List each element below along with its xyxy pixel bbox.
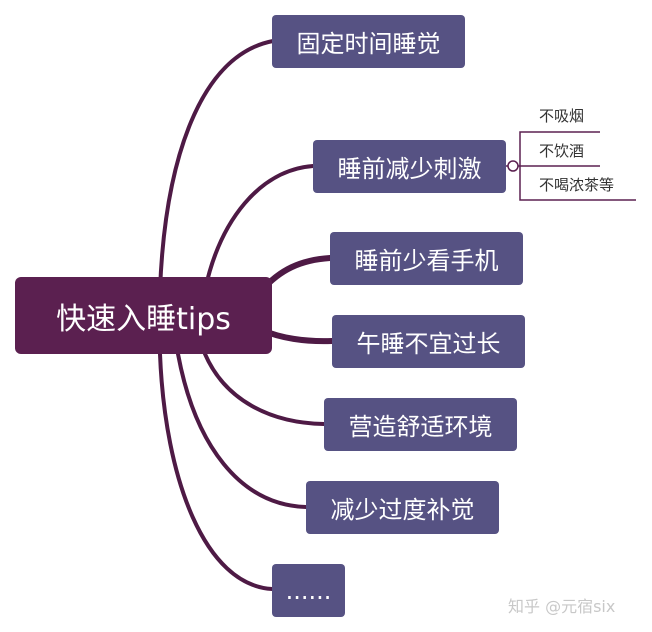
subtopic-no-alcohol[interactable]: 不饮酒 [539,142,585,160]
branch-line-1 [158,39,275,292]
subtopic-no-smoking[interactable]: 不吸烟 [539,107,585,125]
collapse-toggle-icon[interactable] [507,160,519,172]
branch-line-3 [259,255,333,293]
topic-less-oversleep[interactable]: 减少过度补觉 [306,481,499,534]
topic-more[interactable]: ...... [272,564,345,617]
branch-line-7 [158,352,274,591]
topic-fixed-sleep-time[interactable]: 固定时间睡觉 [272,15,465,68]
subtopic-bracket [518,131,636,201]
branch-line-2 [203,164,315,292]
branch-line-4 [259,327,335,345]
topic-comfortable-environment[interactable]: 营造舒适环境 [324,398,517,451]
branch-line-6 [176,352,308,509]
branch-line-5 [203,352,326,426]
topic-reduce-stimulation[interactable]: 睡前减少刺激 [313,140,506,193]
topic-short-nap[interactable]: 午睡不宜过长 [332,315,525,368]
subtopic-no-strong-tea[interactable]: 不喝浓茶等 [539,176,615,194]
root-topic[interactable]: 快速入睡tips [15,277,272,354]
watermark: 知乎 @元宿six [508,597,616,616]
topic-less-phone[interactable]: 睡前少看手机 [330,232,523,285]
